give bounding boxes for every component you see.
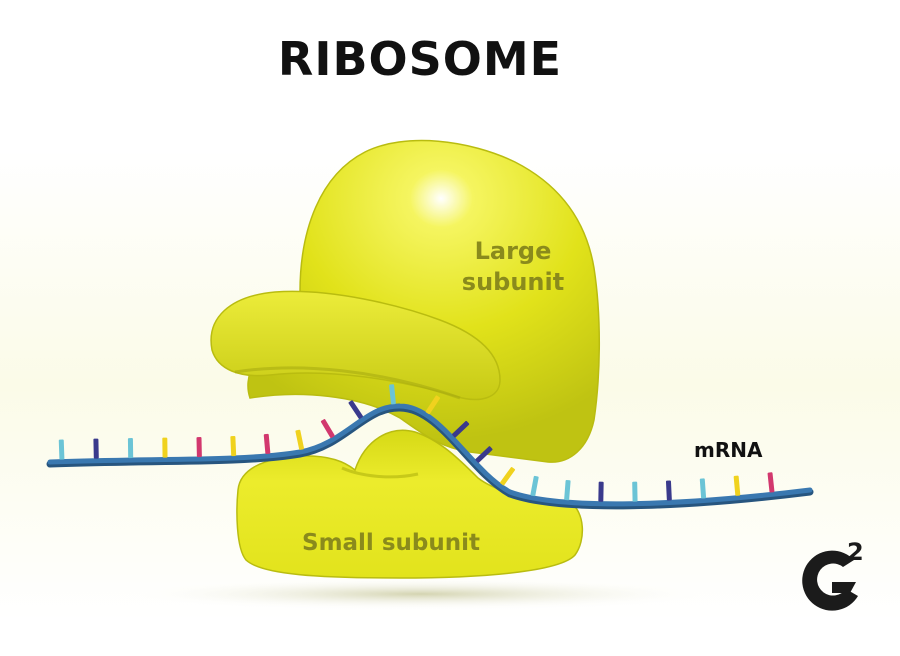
mrna-base [632, 481, 638, 502]
g2-logo-ring [802, 550, 858, 611]
mrna-bases [58, 384, 775, 502]
mrna-base [699, 478, 707, 499]
large-subunit [247, 139, 601, 463]
mrna-base [665, 480, 672, 501]
mrna-base [767, 472, 775, 493]
mrna-strand [47, 403, 813, 507]
mrna-base [93, 438, 99, 459]
mrna-base [389, 384, 396, 405]
mrna-base [500, 467, 516, 486]
large-subunit-label-line1: Large [474, 237, 552, 265]
large-subunit-label: Large subunit [448, 236, 578, 298]
floor-shadow [120, 578, 720, 610]
mrna-base [230, 435, 237, 457]
mrna-base [348, 400, 363, 419]
large-subunit-label-line2: subunit [461, 268, 565, 296]
small-subunit-groove [341, 466, 419, 479]
mrna-base [263, 433, 271, 455]
mrna-base [320, 419, 335, 439]
mrna-base [475, 446, 493, 463]
mrna-base [425, 395, 441, 415]
g2-logo-superscript: 2 [847, 538, 864, 566]
mrna-base [196, 437, 202, 458]
g2-logo-bar [832, 582, 856, 593]
mrna-base [127, 438, 134, 459]
page-title: RIBOSOME [277, 32, 563, 86]
mrna-base [530, 475, 539, 497]
mrna-base [733, 475, 741, 496]
mrna-base [452, 420, 470, 438]
mrna-base [58, 439, 65, 460]
mrna-base [598, 481, 604, 502]
mrna-base [162, 437, 168, 458]
mrna-label: mRNA [694, 438, 763, 462]
g2-logo [802, 550, 858, 611]
small-subunit-label: Small subunit [302, 530, 480, 556]
mrna-base [295, 429, 305, 450]
mrna-strand-group [46, 384, 814, 510]
mrna-base [564, 480, 571, 501]
lip-shadow-fold [234, 366, 461, 400]
large-subunit-lip [210, 290, 501, 401]
